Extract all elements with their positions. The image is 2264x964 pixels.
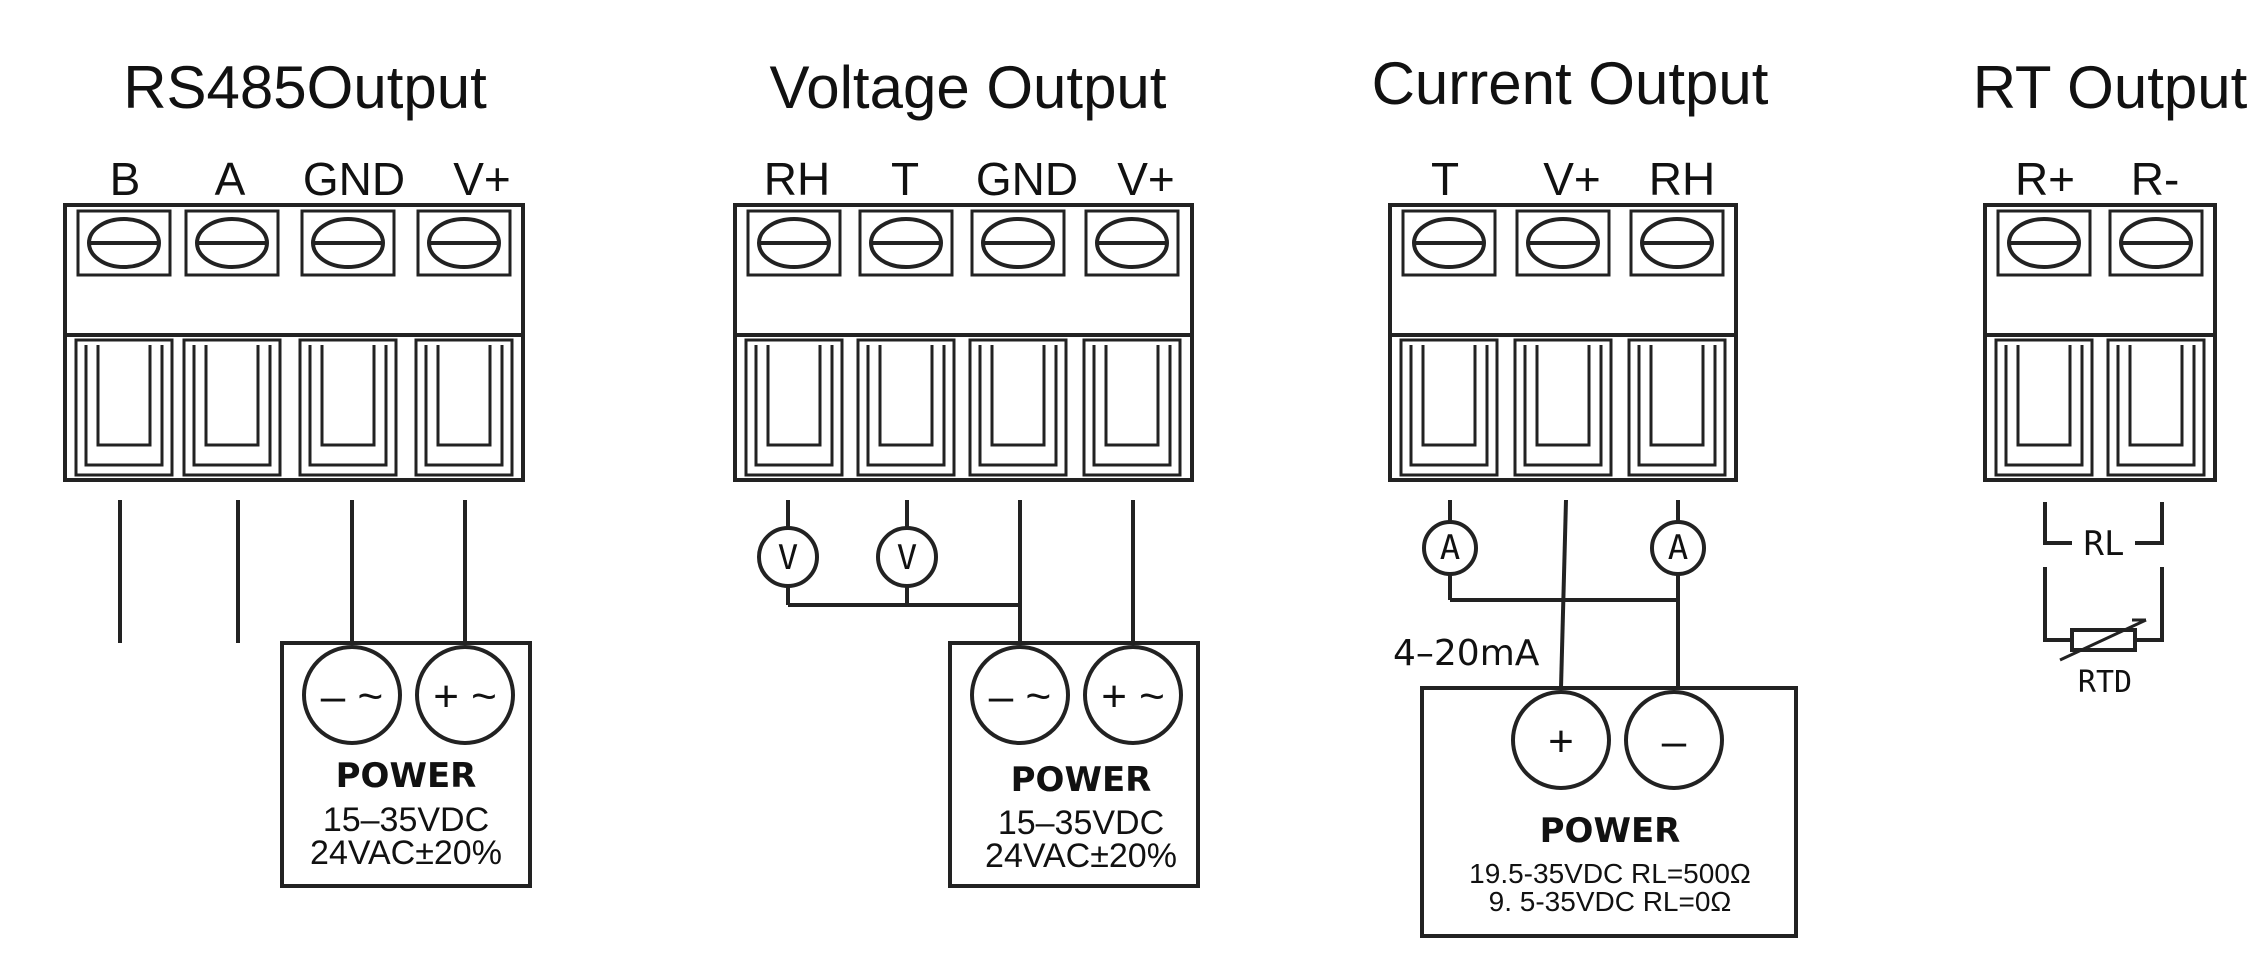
wire-clamp-vplus: [1513, 338, 1613, 477]
power-positive-label: + ~: [1101, 672, 1165, 721]
power-terminal-negative: [302, 645, 402, 745]
voltmeter-label: V: [778, 538, 798, 578]
power-title: POWER: [1540, 811, 1681, 851]
power-negative-label: – ~: [989, 672, 1051, 721]
load-resistor-bracket: RL: [2043, 502, 2164, 564]
wire-clamp-rh: [1627, 338, 1727, 477]
terminal-block: [733, 203, 1194, 482]
current-range-label: 4–20mA: [1393, 633, 1540, 674]
wire-clamp-b: [74, 338, 174, 477]
rs485-title: RS485Output: [123, 54, 487, 121]
current-output-block: Current Output T V+ RH A A: [1372, 50, 1798, 938]
ammeter-rh: A: [1650, 520, 1706, 576]
terminal-label-vplus: V+: [453, 153, 511, 205]
terminal-label-rh: RH: [1649, 153, 1715, 205]
screw-t: [858, 209, 954, 277]
terminal-block: [63, 203, 525, 482]
current-title: Current Output: [1372, 50, 1769, 117]
terminal-label-t: T: [891, 153, 919, 205]
power-negative-label: – ~: [321, 672, 383, 721]
power-terminal-positive: [1083, 645, 1183, 745]
rs485-output-block: RS485Output B A GND V+ – ~: [63, 54, 532, 888]
power-terminal-negative: [1624, 690, 1724, 790]
ammeter-t: A: [1422, 520, 1478, 576]
power-spec-load-500: 19.5-35VDC RL=500Ω: [1469, 858, 1751, 889]
screw-gnd: [970, 209, 1066, 277]
screw-b: [76, 209, 172, 277]
voltmeter-t: V: [876, 526, 938, 588]
wire-clamp-rh: [744, 338, 844, 477]
power-spec-ac: 24VAC±20%: [310, 834, 502, 872]
rt-output-block: RT Output R+ R- RL RTD: [1973, 54, 2248, 700]
power-spec-load-0: 9. 5-35VDC RL=0Ω: [1489, 886, 1732, 917]
power-positive-label: +: [1548, 717, 1574, 766]
wire-clamp-vplus: [1082, 338, 1182, 477]
power-terminal-positive: [1511, 690, 1611, 790]
terminal-label-gnd: GND: [976, 153, 1078, 205]
wire-clamp-t: [1399, 338, 1499, 477]
wire-clamp-gnd: [968, 338, 1068, 477]
power-spec-ac: 24VAC±20%: [985, 837, 1177, 875]
power-title: POWER: [336, 756, 477, 796]
ammeter-label: A: [1440, 528, 1460, 568]
terminal-label-rplus: R+: [2015, 153, 2075, 205]
power-title: POWER: [1011, 760, 1152, 800]
voltage-output-block: Voltage Output RH T GND V+: [733, 54, 1200, 888]
terminal-label-vplus: V+: [1543, 153, 1601, 205]
terminal-label-t: T: [1431, 153, 1459, 205]
screw-t: [1401, 209, 1497, 277]
power-supply-box: + – POWER 19.5-35VDC RL=500Ω 9. 5-35VDC …: [1420, 686, 1798, 938]
load-resistor-label: RL: [2084, 524, 2125, 564]
terminal-block: [1983, 203, 2217, 482]
rt-title: RT Output: [1973, 54, 2248, 121]
wire-clamp-a: [182, 338, 282, 477]
wires: [786, 500, 1135, 643]
power-terminal-negative: [970, 645, 1070, 745]
power-terminal-positive: [415, 645, 515, 745]
power-supply-box: – ~ + ~ POWER 15–35VDC 24VAC±20%: [948, 641, 1200, 888]
screw-gnd: [300, 209, 396, 277]
terminal-label-a: A: [215, 153, 246, 205]
wire-clamp-t: [856, 338, 956, 477]
wire-clamp-vplus: [414, 338, 514, 477]
screw-rplus: [1996, 209, 2092, 277]
wire-clamp-rplus: [1994, 338, 2094, 477]
terminal-label-b: B: [110, 153, 141, 205]
terminal-block: [1388, 203, 1738, 482]
wires: [1448, 499, 1680, 689]
wire-clamp-gnd: [298, 338, 398, 477]
screw-vplus: [416, 209, 512, 277]
rtd-label: RTD: [2078, 665, 2132, 700]
terminal-label-rminus: R-: [2131, 153, 2180, 205]
power-spec-dc: 15–35VDC: [323, 801, 489, 839]
ammeter-label: A: [1668, 528, 1688, 568]
rtd-sensor: RTD: [2043, 567, 2164, 700]
voltmeter-rh: V: [757, 526, 819, 588]
power-positive-label: + ~: [433, 672, 497, 721]
power-supply-box: – ~ + ~ POWER 15–35VDC 24VAC±20%: [280, 641, 532, 888]
power-negative-label: –: [1662, 717, 1687, 766]
voltmeter-label: V: [897, 538, 917, 578]
screw-rh: [1629, 209, 1725, 277]
screw-a: [184, 209, 280, 277]
screw-vplus: [1515, 209, 1611, 277]
wires: [118, 500, 467, 643]
voltage-title: Voltage Output: [770, 54, 1167, 121]
power-spec-dc: 15–35VDC: [998, 804, 1164, 842]
terminal-label-vplus: V+: [1117, 153, 1175, 205]
screw-vplus: [1084, 209, 1180, 277]
screw-rh: [746, 209, 842, 277]
screw-rminus: [2108, 209, 2204, 277]
terminal-label-rh: RH: [764, 153, 830, 205]
wire-clamp-rminus: [2106, 338, 2206, 477]
terminal-label-gnd: GND: [303, 153, 405, 205]
